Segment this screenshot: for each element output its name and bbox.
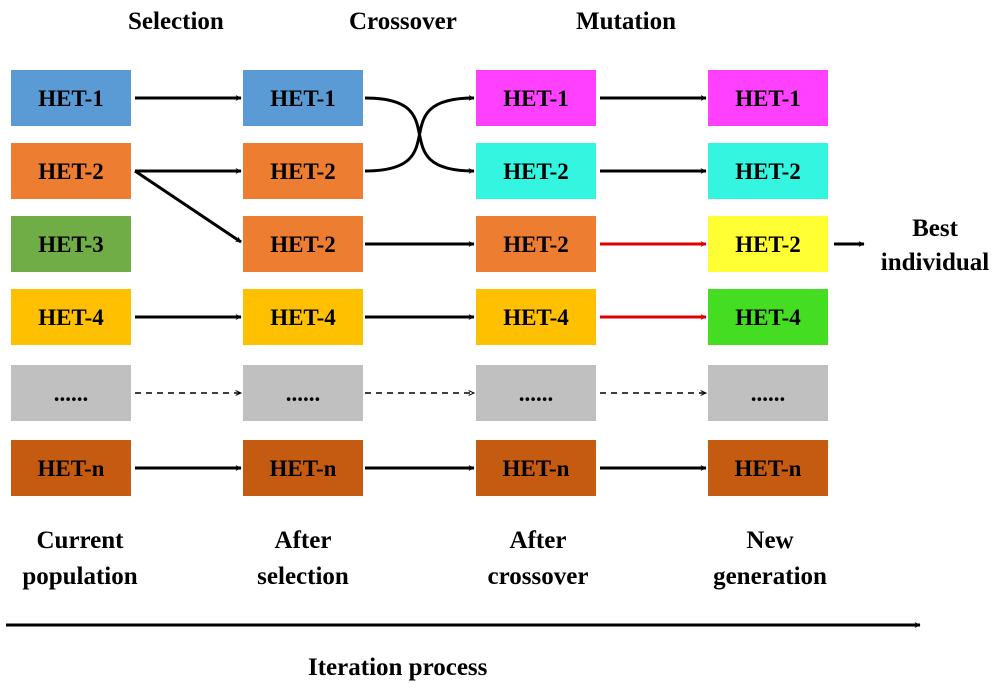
individual-label: HET-1: [38, 86, 104, 111]
individual-box-fill: [11, 289, 131, 345]
individual-label: HET-2: [735, 232, 801, 257]
selection-arrow-2-duplicate: [134, 169, 242, 244]
individual-box-fill: [476, 216, 596, 272]
crossover-arrow-2-to-1: [364, 95, 475, 173]
stage-label-mutation: Mutation: [576, 8, 676, 35]
individual-box-fill: [11, 70, 131, 126]
individual-box-after-crossover-2: HET-2: [476, 143, 596, 199]
individual-label: ......: [54, 381, 89, 406]
individual-box-current-1: HET-1: [11, 70, 131, 126]
individual-label: HET-1: [270, 86, 336, 111]
individual-box-new-generation-5: ......: [708, 365, 828, 421]
column-label-after-selection: After selection: [203, 523, 403, 595]
column-label-line-1: After: [274, 527, 332, 554]
individual-label: HET-3: [38, 232, 104, 257]
column-label-line-2: selection: [257, 563, 349, 590]
individual-label: HET-4: [38, 305, 104, 330]
individual-box-fill: [476, 289, 596, 345]
column-label-current-population: Current population: [0, 523, 180, 595]
individual-box-fill: [476, 143, 596, 199]
iteration-process-label: Iteration process: [308, 654, 488, 681]
individual-label: HET-n: [503, 456, 570, 481]
individual-box-current-2: HET-2: [11, 143, 131, 199]
individual-box-new-generation-2: HET-2: [708, 143, 828, 199]
individual-label: ......: [519, 381, 554, 406]
individual-label: HET-2: [735, 159, 801, 184]
individual-box-fill: [243, 70, 363, 126]
individual-box-new-generation-1: HET-1: [708, 70, 828, 126]
individual-box-fill: [476, 440, 596, 496]
stage-label-crossover: Crossover: [349, 8, 457, 35]
individual-box-fill: [476, 365, 596, 421]
best-individual-label: Best individual: [870, 212, 1000, 280]
individual-box-fill: [476, 70, 596, 126]
column-label-after-crossover: After crossover: [438, 523, 638, 595]
best-individual-line-1: Best: [912, 215, 958, 242]
column-label-line-2: population: [22, 563, 138, 590]
individual-box-after-selection-5: ......: [243, 365, 363, 421]
individual-box-fill: [11, 143, 131, 199]
individual-box-fill: [708, 440, 828, 496]
individual-label: HET-2: [503, 159, 569, 184]
individual-box-current-4: HET-4: [11, 289, 131, 345]
individual-box-fill: [243, 365, 363, 421]
individual-label: HET-4: [735, 305, 801, 330]
individual-label: HET-2: [270, 159, 336, 184]
individual-label: HET-n: [38, 456, 105, 481]
individual-box-after-crossover-5: ......: [476, 365, 596, 421]
individual-box-after-selection-2: HET-2: [243, 143, 363, 199]
individual-label: ......: [286, 381, 321, 406]
column-label-line-1: New: [746, 527, 794, 554]
stage-label-selection: Selection: [128, 8, 224, 35]
individual-box-current-6: HET-n: [11, 440, 131, 496]
individual-box-new-generation-3: HET-2: [708, 216, 828, 272]
individual-box-fill: [243, 440, 363, 496]
column-label-line-2: generation: [713, 563, 827, 590]
individual-box-after-selection-6: HET-n: [243, 440, 363, 496]
individual-box-current-3: HET-3: [11, 216, 131, 272]
individual-label: ......: [751, 381, 786, 406]
individual-box-new-generation-6: HET-n: [708, 440, 828, 496]
individual-label: HET-n: [270, 456, 337, 481]
individual-label: HET-n: [735, 456, 802, 481]
individual-box-fill: [708, 365, 828, 421]
individual-label: HET-4: [270, 305, 336, 330]
individual-box-fill: [11, 365, 131, 421]
individual-box-new-generation-4: HET-4: [708, 289, 828, 345]
individual-box-fill: [243, 289, 363, 345]
column-label-line-1: After: [509, 527, 567, 554]
individual-box-fill: [243, 143, 363, 199]
individual-box-after-crossover-6: HET-n: [476, 440, 596, 496]
individual-box-after-selection-1: HET-1: [243, 70, 363, 126]
individual-box-fill: [708, 216, 828, 272]
individual-box-after-crossover-1: HET-1: [476, 70, 596, 126]
individual-label: HET-2: [38, 159, 104, 184]
individual-box-after-selection-4: HET-4: [243, 289, 363, 345]
column-label-line-1: Current: [36, 527, 124, 554]
individual-box-after-crossover-4: HET-4: [476, 289, 596, 345]
individual-label: HET-4: [503, 305, 569, 330]
individual-box-fill: [708, 143, 828, 199]
individual-box-fill: [243, 216, 363, 272]
best-individual-line-2: individual: [880, 249, 990, 276]
column-label-line-2: crossover: [487, 563, 589, 590]
individual-box-after-crossover-3: HET-2: [476, 216, 596, 272]
individual-label: HET-2: [270, 232, 336, 257]
individual-label: HET-1: [503, 86, 569, 111]
individual-box-fill: [11, 216, 131, 272]
individual-box-after-selection-3: HET-2: [243, 216, 363, 272]
individual-box-fill: [708, 289, 828, 345]
individual-box-fill: [708, 70, 828, 126]
individual-label: HET-1: [735, 86, 801, 111]
individual-label: HET-2: [503, 232, 569, 257]
column-label-new-generation: New generation: [670, 523, 870, 595]
individual-box-current-5: ......: [11, 365, 131, 421]
individual-box-fill: [11, 440, 131, 496]
